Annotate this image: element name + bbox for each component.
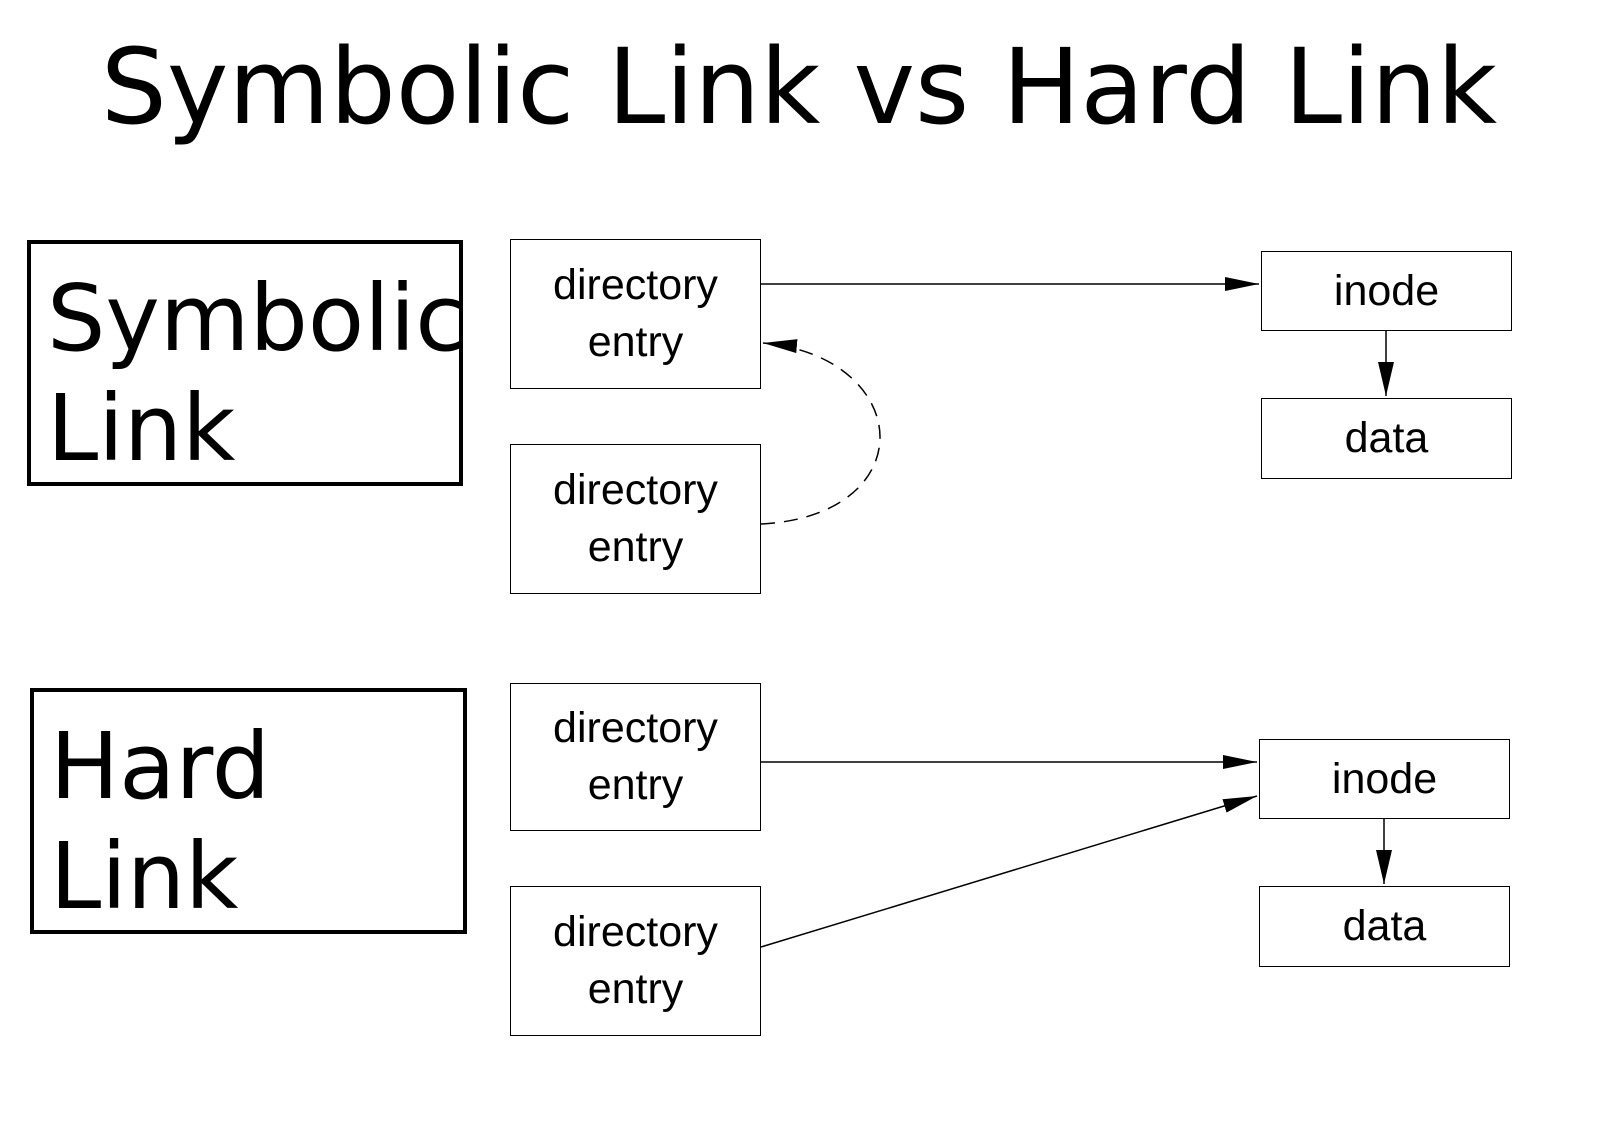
node-text-line1: directory <box>553 704 718 752</box>
hard-directory-entry-b: directory entry <box>510 886 761 1036</box>
hard-link-label: Hard Link <box>30 688 467 934</box>
edge-hard-entry-b-to-inode <box>760 795 1258 948</box>
hard-inode: inode <box>1259 739 1510 819</box>
node-text-line1: directory <box>553 466 718 514</box>
symbolic-inode: inode <box>1261 251 1512 331</box>
symbolic-data: data <box>1261 398 1512 479</box>
node-text-line1: directory <box>553 261 718 309</box>
symbolic-label-line1: Symbolic <box>47 265 466 372</box>
node-text-line2: entry <box>587 523 684 571</box>
node-text-line2: entry <box>587 965 684 1013</box>
node-text: data <box>1344 414 1429 462</box>
node-text: inode <box>1331 754 1438 803</box>
node-text: inode <box>1333 266 1440 315</box>
node-text-line1: directory <box>553 908 718 956</box>
hard-directory-entry-a: directory entry <box>510 683 761 831</box>
symbolic-directory-entry-a: directory entry <box>510 239 761 389</box>
hard-label-line2: Link <box>50 823 239 930</box>
node-text-line2: entry <box>587 318 684 366</box>
symbolic-link-label: Symbolic Link <box>27 240 466 486</box>
hard-label-line1: Hard <box>50 713 271 820</box>
symbolic-directory-entry-b: directory entry <box>510 444 761 594</box>
edge-symbolic-dashed-link <box>760 339 881 525</box>
node-text: data <box>1342 902 1427 950</box>
symbolic-label-line2: Link <box>47 375 236 482</box>
hard-data: data <box>1259 886 1510 967</box>
node-text-line2: entry <box>587 761 684 809</box>
page-title: Symbolic Link vs Hard Link <box>100 26 1498 148</box>
